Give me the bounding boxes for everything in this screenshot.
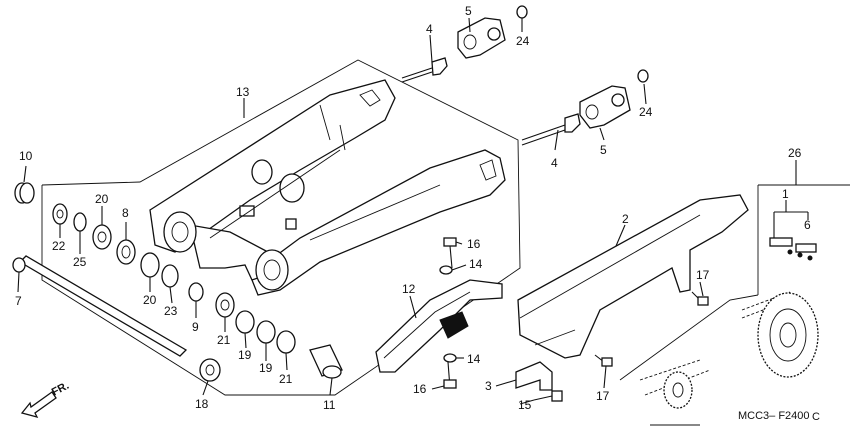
- bearing-20-lower: [140, 252, 160, 278]
- callout-labels: 13 4 5 24 4 5 24 10 7 20 8 22 25 20 23 9…: [15, 4, 811, 412]
- callout-6: 6: [804, 218, 811, 232]
- bearing-21-left: [215, 292, 235, 318]
- bearing-21-right: [276, 330, 296, 354]
- callout-26: 26: [788, 146, 802, 160]
- callout-24-upper: 24: [516, 34, 530, 48]
- callout-25: 25: [73, 255, 87, 269]
- chain-adjuster-bolt-lower: [521, 113, 581, 146]
- bearing-19-left: [235, 310, 255, 334]
- chain-adjuster-plate-upper: [457, 17, 506, 59]
- callout-5-upper: 5: [465, 4, 472, 18]
- nut-lower-24: [637, 69, 649, 83]
- bolt-15: [533, 390, 563, 402]
- swingarm-part: [149, 79, 506, 296]
- nut-18: [199, 358, 221, 382]
- diagram-code: MCC3– F2400: [738, 410, 810, 422]
- bracket-3: [515, 361, 553, 391]
- pivot-shaft-7: [12, 255, 188, 357]
- callout-15: 15: [518, 398, 532, 412]
- callout-5-lower: 5: [600, 143, 607, 157]
- nut-upper-24: [516, 5, 528, 19]
- washer-14-lower: [443, 353, 457, 363]
- callout-14-upper: 14: [469, 257, 483, 271]
- callout-17-upper: 17: [696, 268, 710, 282]
- collar-11: [309, 344, 343, 379]
- bolt-16-lower: [443, 361, 457, 389]
- drive-kit-boundary-26: [619, 184, 850, 426]
- callout-18: 18: [195, 397, 209, 411]
- callout-2: 2: [622, 212, 629, 226]
- bearing-19-right: [256, 320, 276, 344]
- callout-21-right: 21: [279, 372, 293, 386]
- seal-22: [52, 203, 68, 225]
- callout-17-lower: 17: [596, 389, 610, 403]
- callout-10: 10: [19, 149, 33, 163]
- callout-1: 1: [782, 187, 789, 201]
- callout-16-upper: 16: [467, 237, 481, 251]
- callout-4-upper: 4: [426, 22, 433, 36]
- callout-23: 23: [164, 304, 178, 318]
- bearing-20-upper: [92, 224, 112, 250]
- callout-21-left: 21: [217, 333, 231, 347]
- rear-sprocket: [757, 292, 819, 378]
- chain-case-2: [517, 194, 749, 359]
- callout-24-lower: 24: [639, 105, 653, 119]
- callout-20-upper: 20: [95, 192, 109, 206]
- callout-13: 13: [236, 85, 250, 99]
- bolt-17-upper: [691, 291, 709, 306]
- chain-adjuster-plate-lower: [579, 85, 631, 129]
- diagram-code-suffix: C: [812, 411, 820, 423]
- callout-9: 9: [192, 320, 199, 334]
- callout-12: 12: [402, 282, 416, 296]
- bolt-17-lower: [594, 354, 613, 367]
- callout-20-lower: 20: [143, 293, 157, 307]
- washer-14-upper: [439, 265, 453, 275]
- pivot-bushing-10: [14, 182, 35, 204]
- callout-7: 7: [15, 294, 22, 308]
- chain-slider-12: [375, 279, 503, 373]
- front-direction-arrow: [20, 391, 57, 418]
- master-link-6: [769, 237, 817, 261]
- drive-sprocket: [663, 371, 693, 409]
- callout-11: 11: [323, 398, 336, 412]
- chain-adjuster-bolt-upper: [401, 57, 448, 83]
- bearing-23: [161, 264, 179, 288]
- callout-8: 8: [122, 206, 129, 220]
- callout-19-left: 19: [238, 348, 252, 362]
- collar-9: [188, 282, 204, 302]
- callout-22: 22: [52, 239, 66, 253]
- front-direction-label: FR.: [50, 380, 71, 399]
- bolt-16-upper: [443, 237, 457, 269]
- callout-3: 3: [485, 379, 492, 393]
- circlip-25: [73, 212, 87, 232]
- callout-4-lower: 4: [551, 156, 558, 170]
- swingarm-assembly-boundary: [41, 59, 521, 396]
- callout-19-right: 19: [259, 361, 273, 375]
- callout-14-lower: 14: [467, 352, 481, 366]
- callout-16-lower: 16: [413, 382, 427, 396]
- leader-lines: [17, 17, 809, 405]
- collar-8: [116, 239, 136, 265]
